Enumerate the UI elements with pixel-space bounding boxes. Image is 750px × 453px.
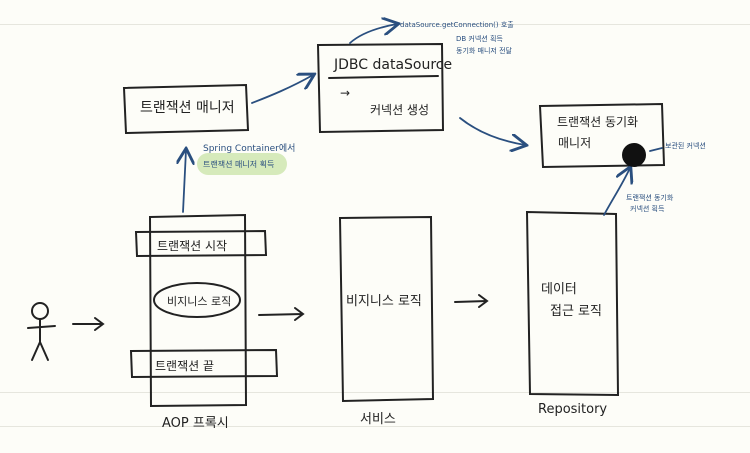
jdbc-sub-label: 커넥션 생성 — [370, 103, 430, 117]
connection-dot — [622, 143, 646, 167]
proxy-up-arrow — [183, 150, 186, 213]
tx-start-bar — [134, 229, 268, 258]
paper-rule — [0, 426, 750, 427]
service-caption: 서비스 — [360, 412, 396, 427]
sync-manager-label-line2: 매니저 — [558, 136, 592, 150]
spring-note-line1: Spring Container에서 — [203, 144, 296, 154]
tx-manager-label: 트랜잭션 매니저 — [140, 100, 235, 116]
jdbc-underline — [328, 75, 439, 79]
tx-end-label: 트랜잭션 끝 — [155, 359, 215, 373]
jdbc-to-sync-arrow — [459, 117, 525, 145]
user-head — [31, 302, 49, 320]
jdbc-datasource-box — [316, 42, 445, 134]
stored-connection-note: 보관된 커넥션 — [665, 142, 706, 150]
paper-rule — [0, 392, 750, 393]
proxy-to-service-arrow — [258, 307, 305, 321]
jdbc-note-line1: dataSource.getConnection() 호출 — [400, 21, 514, 29]
tx-end-bar — [129, 348, 279, 379]
tx-start-label: 트랜잭션 시작 — [157, 239, 228, 253]
jdbc-note-arrow — [349, 24, 397, 44]
repo-box-label-line2: 접근 로직 — [550, 304, 602, 319]
spring-note-line2: 트랜잭션 매니저 획득 — [203, 160, 275, 169]
service-box-label: 비지니스 로직 — [346, 294, 422, 309]
service-box — [338, 215, 435, 403]
tx-to-jdbc-arrow — [251, 75, 313, 104]
jdbc-arrow-glyph: → — [340, 86, 351, 100]
repository-caption: Repository — [538, 402, 608, 417]
aop-proxy-box — [148, 213, 248, 408]
repository-box — [525, 210, 620, 397]
biz-logic-oval-label: 비지니스 로직 — [167, 295, 232, 308]
repo-to-sync-arrow — [603, 168, 630, 216]
stored-conn-line — [649, 147, 663, 152]
aop-proxy-caption: AOP 프록시 — [162, 416, 229, 431]
highlight-marker — [197, 153, 287, 175]
jdbc-title-label: JDBC dataSource — [334, 57, 453, 73]
biz-logic-oval — [153, 282, 241, 318]
jdbc-note-line3: 동기화 매니저 전달 — [456, 47, 512, 55]
sync-manager-box — [538, 102, 666, 169]
sync-fetch-note-line1: 트랜잭션 동기화 — [626, 194, 674, 202]
sync-manager-label-line1: 트랜잭션 동기화 — [557, 115, 639, 129]
jdbc-note-line2: DB 커넥션 획득 — [456, 35, 503, 43]
user-arrow — [72, 317, 105, 331]
tx-manager-box — [122, 83, 250, 135]
user-body — [27, 318, 56, 361]
sync-fetch-note-line2: 커넥션 획득 — [630, 205, 665, 213]
paper-rule — [0, 24, 750, 25]
repo-box-label-line1: 데이터 — [541, 282, 577, 297]
service-to-repo-arrow — [454, 294, 489, 308]
